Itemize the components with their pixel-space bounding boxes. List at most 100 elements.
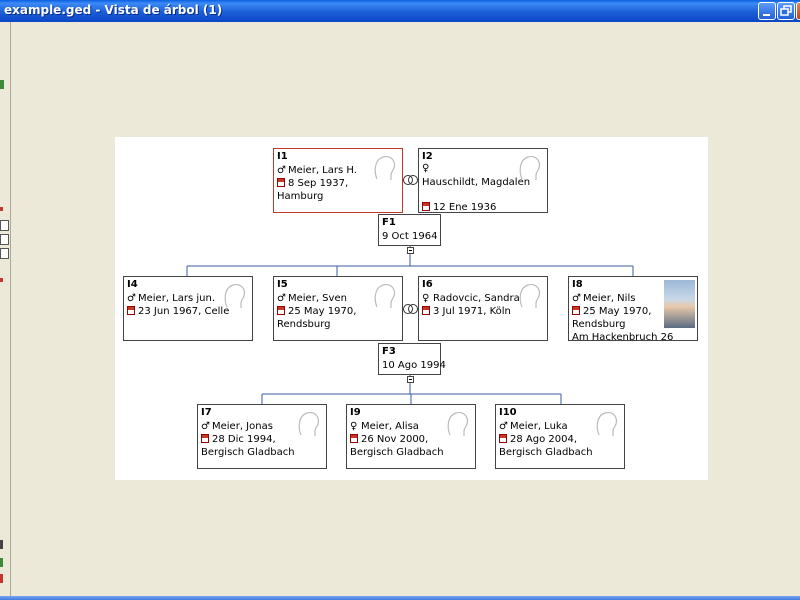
taskbar-edge: [0, 596, 800, 600]
birth-icon: [127, 306, 135, 315]
person-birth: 3 Jul 1971, Köln: [433, 306, 511, 317]
person-name: Hauschildt, Magdalen: [422, 177, 531, 188]
person-node-I4[interactable]: I4 ♂Meier, Lars jun. 23 Jun 1967, Celle: [123, 276, 253, 341]
tool-icon[interactable]: [0, 80, 4, 89]
birth-icon: [422, 306, 430, 315]
window-titlebar[interactable]: example.ged - Vista de árbol (1): [0, 0, 800, 22]
person-name-line: ♂Meier, Luka: [499, 421, 568, 432]
family-id: F3: [382, 346, 396, 357]
person-node-I10[interactable]: I10 ♂Meier, Luka 28 Ago 2004, Bergisch G…: [495, 404, 625, 469]
person-birth-line: 28 Ago 2004,: [499, 434, 577, 445]
person-place: Rendsburg: [277, 319, 331, 330]
family-node-F1[interactable]: F1 9 Oct 1964: [378, 214, 441, 246]
person-id: I1: [277, 151, 288, 162]
person-birth-line: 8 Sep 1937,: [277, 178, 348, 189]
person-birth: 25 May 1970,: [583, 306, 652, 317]
person-node-I9[interactable]: I9 ♀Meier, Alisa 26 Nov 2000, Bergisch G…: [346, 404, 476, 469]
birth-icon: [277, 306, 285, 315]
person-birth-line: 25 May 1970,: [572, 306, 651, 317]
person-name: Meier, Alisa: [361, 421, 419, 432]
person-name-line: ♀Radovcic, Sandra: [422, 293, 520, 304]
window-title: example.ged - Vista de árbol (1): [4, 3, 223, 17]
silhouette-icon: [447, 412, 469, 436]
person-place: Rendsburg: [572, 319, 626, 330]
person-id: I5: [277, 279, 288, 290]
person-node-I6[interactable]: I6 ♀Radovcic, Sandra 3 Jul 1971, Köln: [418, 276, 548, 341]
collapse-toggle[interactable]: [407, 376, 414, 383]
family-node-F3[interactable]: F3 10 Ago 1994: [378, 343, 446, 375]
person-birth-line: 26 Nov 2000,: [350, 434, 428, 445]
person-node-I5[interactable]: I5 ♂Meier, Sven 25 May 1970, Rendsburg: [273, 276, 403, 341]
person-id: I6: [422, 279, 433, 290]
restore-button[interactable]: [777, 2, 795, 20]
person-name: Radovcic, Sandra: [433, 293, 520, 304]
person-id: I8: [572, 279, 583, 290]
birth-icon: [499, 434, 507, 443]
male-icon: ♂: [127, 293, 136, 304]
collapse-toggle[interactable]: [407, 247, 414, 254]
male-icon: ♂: [277, 165, 286, 176]
person-birth: 26 Nov 2000,: [361, 434, 429, 445]
person-node-I8[interactable]: I8 ♂Meier, Nils 25 May 1970, Rendsburg A…: [568, 276, 698, 341]
person-photo: [664, 280, 695, 328]
person-node-I2[interactable]: I2 ♀ Hauschildt, Magdalen 12 Ene 1936: [418, 148, 548, 213]
person-place: Bergisch Gladbach: [499, 447, 593, 458]
tool-icon[interactable]: [0, 558, 3, 567]
female-icon: ♀: [422, 293, 430, 304]
person-name-line: ♂Meier, Lars jun.: [127, 293, 215, 304]
person-id: I9: [350, 407, 361, 418]
birth-icon: [572, 306, 580, 315]
person-address: Am Hackenbruch 26: [572, 332, 674, 341]
person-birth: 28 Dic 1994,: [212, 434, 276, 445]
close-button[interactable]: [796, 2, 800, 20]
family-id: F1: [382, 217, 396, 228]
arrow-icon[interactable]: [0, 207, 3, 211]
person-name: Meier, Lars H.: [288, 165, 357, 176]
person-birth: 28 Ago 2004,: [510, 434, 578, 445]
arrow-icon[interactable]: [0, 278, 3, 282]
silhouette-icon: [519, 284, 541, 308]
birth-icon: [277, 178, 285, 187]
person-birth: 8 Sep 1937,: [288, 178, 349, 189]
female-icon: ♀: [422, 163, 430, 174]
person-name-line: ♂Meier, Jonas: [201, 421, 273, 432]
person-place: Bergisch Gladbach: [350, 447, 444, 458]
person-name-line: ♀Meier, Alisa: [350, 421, 419, 432]
minimize-icon: [763, 14, 770, 16]
birth-icon: [422, 202, 430, 211]
tool-icon[interactable]: [0, 574, 3, 583]
person-id: I7: [201, 407, 212, 418]
tree-canvas[interactable]: I1 ♂Meier, Lars H. 8 Sep 1937, Hamburg I…: [115, 137, 708, 480]
person-name: Meier, Luka: [510, 421, 568, 432]
person-place: Bergisch Gladbach: [201, 447, 295, 458]
restore-icon: [780, 5, 792, 16]
person-place: Hamburg: [277, 191, 324, 202]
tool-icon[interactable]: [0, 220, 9, 231]
person-name-line: ♂Meier, Nils: [572, 293, 635, 304]
tree-connectors: [186, 246, 634, 404]
person-birth-line: 28 Dic 1994,: [201, 434, 276, 445]
person-birth: 23 Jun 1967, Celle: [138, 306, 230, 317]
person-name: Meier, Lars jun.: [138, 293, 216, 304]
person-name: Meier, Jonas: [212, 421, 273, 432]
person-node-I1[interactable]: I1 ♂Meier, Lars H. 8 Sep 1937, Hamburg: [273, 148, 403, 213]
silhouette-icon: [374, 156, 396, 180]
tool-icon[interactable]: [0, 234, 9, 245]
male-icon: ♂: [499, 421, 508, 432]
person-name: Meier, Nils: [583, 293, 636, 304]
silhouette-icon: [374, 284, 396, 308]
family-date: 10 Ago 1994: [382, 360, 446, 371]
tool-icon[interactable]: [0, 248, 9, 259]
person-birth-line: 12 Ene 1936: [422, 202, 497, 213]
birth-icon: [350, 434, 358, 443]
person-id: I2: [422, 151, 433, 162]
person-id: I4: [127, 279, 138, 290]
person-node-I7[interactable]: I7 ♂Meier, Jonas 28 Dic 1994, Bergisch G…: [197, 404, 327, 469]
marriage-rings-icon: [403, 304, 418, 314]
marriage-rings-icon: [403, 175, 418, 185]
person-birth: 12 Ene 1936: [433, 202, 497, 213]
family-date: 9 Oct 1964: [382, 231, 438, 242]
tool-icon[interactable]: [0, 540, 3, 549]
male-icon: ♂: [277, 293, 286, 304]
minimize-button[interactable]: [758, 2, 776, 20]
